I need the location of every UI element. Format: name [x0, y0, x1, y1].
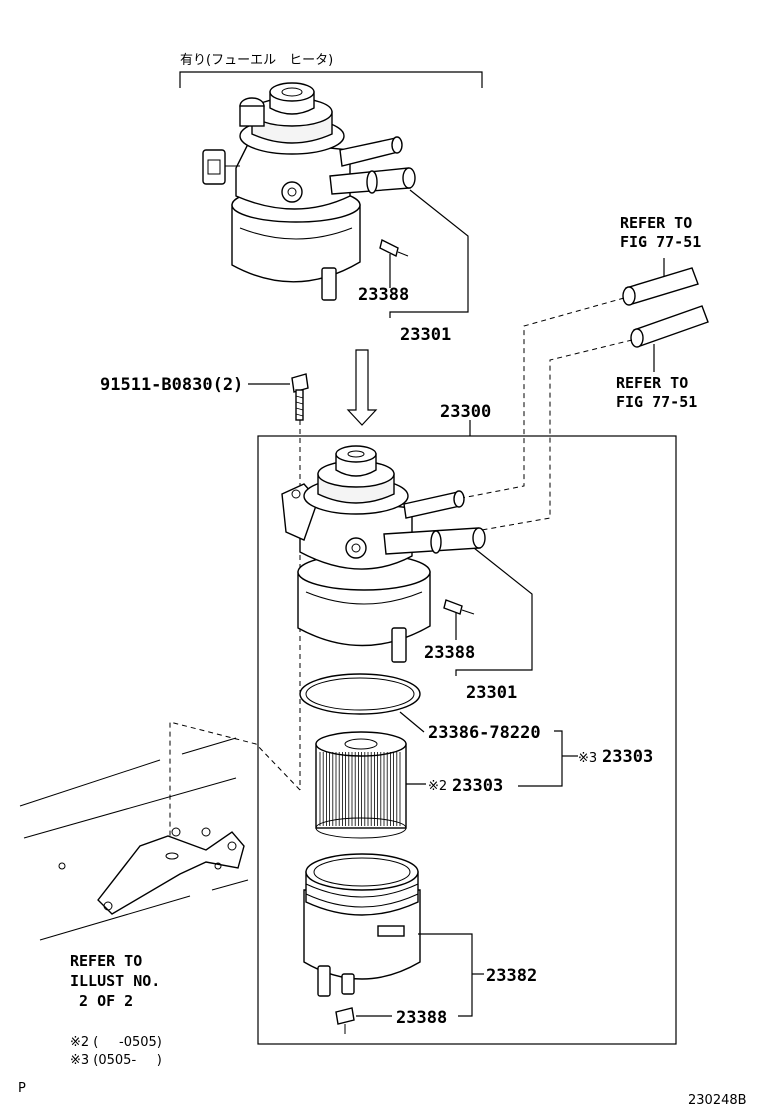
- hose-lower-ref-line1: REFER TO: [616, 374, 688, 392]
- illustration-code: 230248B: [688, 1093, 747, 1108]
- illust-ref-line2: ILLUST NO.: [70, 972, 160, 990]
- hose-upper-ref-line1: REFER TO: [620, 214, 692, 232]
- bolt-icon: [291, 373, 309, 421]
- heater-variant-note: 有り(フューエル ヒータ): [180, 53, 333, 68]
- arrow-down-icon: [346, 349, 378, 426]
- kit-mark: ※3: [578, 751, 597, 766]
- hose-lower-ref-line2: FIG 77-51: [616, 393, 697, 411]
- mid-filter-head-label: 23301: [466, 683, 517, 703]
- footnote-2: ※2 ( -0505): [70, 1035, 162, 1050]
- filter-element: [315, 731, 407, 839]
- hose-upper-ref-line2: FIG 77-51: [620, 233, 701, 251]
- heater-variant-bracket: [179, 71, 483, 88]
- case-label: 23382: [486, 966, 537, 986]
- footnote-3: ※3 (0505- ): [70, 1053, 162, 1068]
- mid-drain-plug-label: 23388: [424, 643, 475, 663]
- top-filter-head-label: 23301: [400, 325, 451, 345]
- assembly-box: [257, 435, 677, 1045]
- bottom-drain-plug-label: 23388: [396, 1008, 447, 1028]
- illust-ref-line3: 2 OF 2: [70, 992, 133, 1010]
- mid-filter-head: [281, 445, 486, 663]
- bolt-label: 91511-B0830(2): [100, 375, 243, 395]
- element-label: 23303: [452, 776, 503, 796]
- illust-ref-line1: REFER TO: [70, 952, 142, 970]
- element-mark: ※2: [428, 779, 447, 794]
- top-drain-plug-label: 23388: [358, 285, 409, 305]
- top-filter-assembly: [202, 82, 416, 301]
- mounting-bracket: [97, 827, 245, 915]
- page-mark: P: [18, 1081, 26, 1096]
- kit-label: 23303: [602, 747, 653, 767]
- o-ring: [299, 673, 421, 715]
- o-ring-label: 23386-78220: [428, 723, 541, 743]
- assembly-label: 23300: [440, 402, 491, 422]
- filter-case: [303, 853, 421, 1034]
- fuel-hoses: [622, 267, 709, 348]
- chassis-frame: [19, 737, 249, 941]
